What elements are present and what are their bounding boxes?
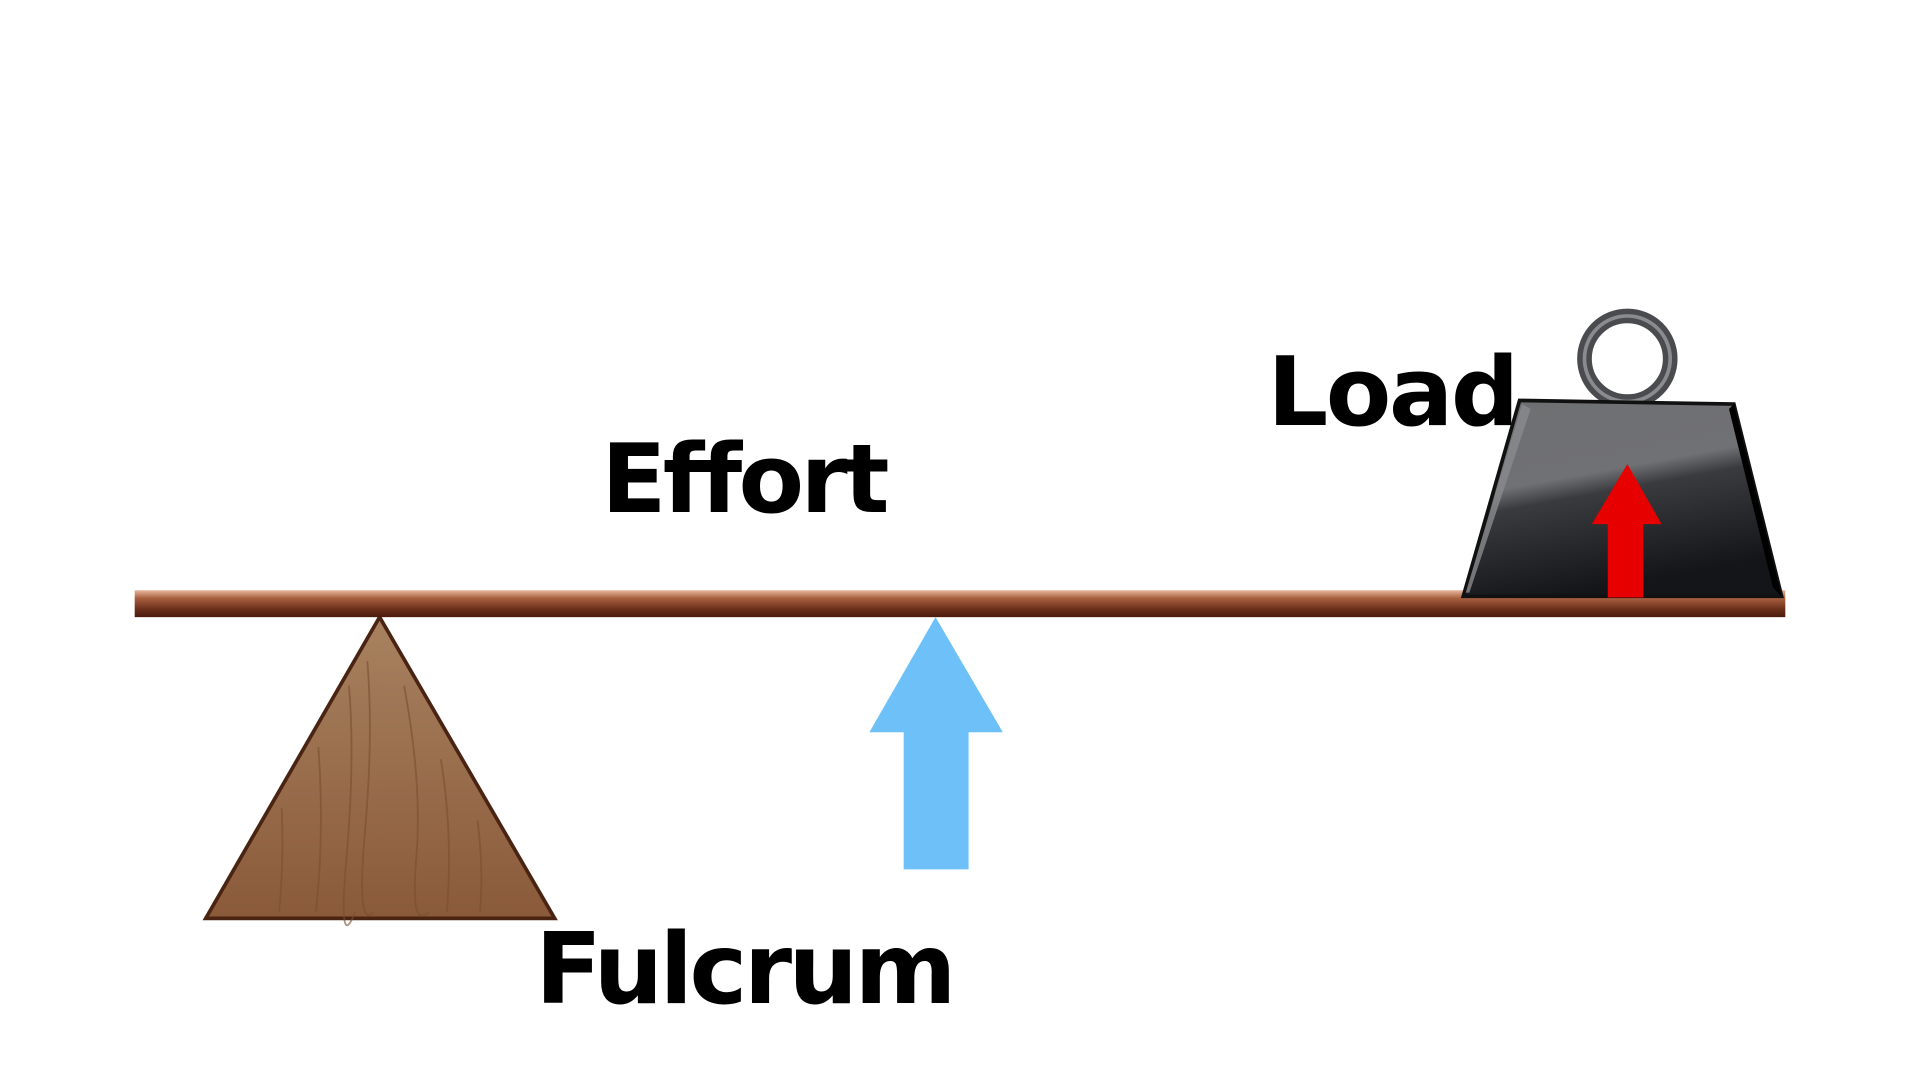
load-label: Load (1267, 336, 1516, 448)
fulcrum (202, 613, 558, 927)
effort-label: Effort (601, 423, 888, 535)
effort-arrow (869, 617, 1003, 870)
fulcrum-label: Fulcrum (535, 913, 953, 1027)
load-arrow (1591, 464, 1662, 598)
